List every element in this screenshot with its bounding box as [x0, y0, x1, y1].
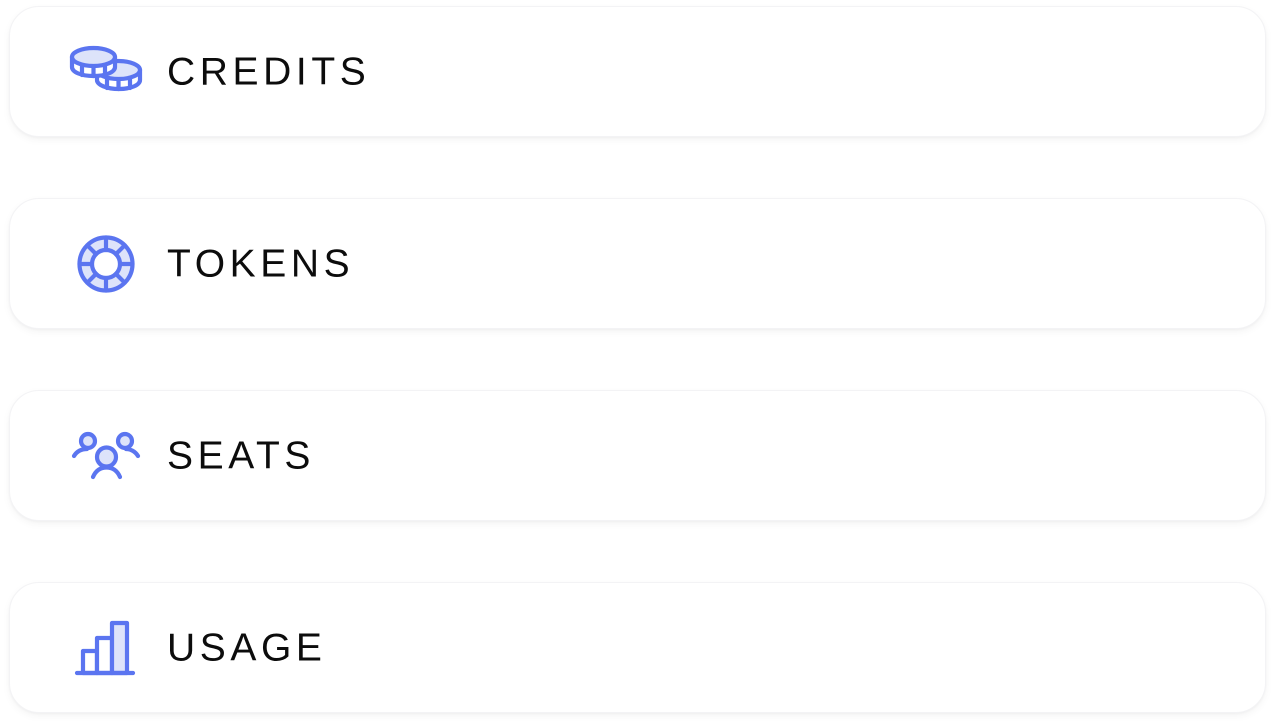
menu-card-tokens[interactable]: TOKENS	[9, 198, 1266, 329]
menu-card-label: USAGE	[167, 626, 327, 669]
bar-chart-icon	[69, 611, 143, 685]
menu-card-label: CREDITS	[167, 50, 371, 93]
users-group-icon	[69, 419, 143, 493]
lifebuoy-token-icon	[69, 227, 143, 301]
menu-card-seats[interactable]: SEATS	[9, 390, 1266, 521]
menu-card-label: SEATS	[167, 434, 315, 477]
menu-card-credits[interactable]: CREDITS	[9, 6, 1266, 137]
menu-card-label: TOKENS	[167, 242, 355, 285]
menu-card-usage[interactable]: USAGE	[9, 582, 1266, 713]
coins-icon	[69, 35, 143, 109]
